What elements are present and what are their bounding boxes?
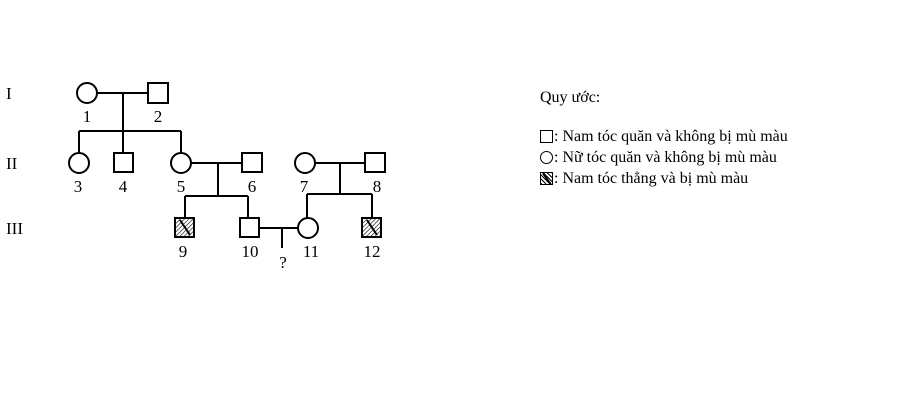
hatch-mark [366,219,378,236]
individual-10-male [239,217,260,238]
generation-label-II: II [6,154,18,173]
individual-7-female [294,152,316,174]
individual-1-female [76,82,98,104]
individual-3-female [68,152,90,174]
individual-label: 10 [242,242,259,261]
individual-label: 3 [74,177,83,196]
pedigree-lines [78,92,373,248]
individual-label: 8 [373,177,382,196]
square-icon [540,130,553,143]
legend-label: : Nam tóc quăn và không bị mù màu [554,127,788,145]
individual-6-male [241,152,263,173]
individual-label: 9 [179,242,188,261]
legend-label: : Nữ tóc quăn và không bị mù màu [554,148,777,166]
individual-label: 6 [248,177,257,196]
individual-label: 2 [154,107,163,126]
legend-item: : Nữ tóc quăn và không bị mù màu [540,147,788,168]
unknown-child-label: ? [279,253,287,272]
individual-label: 4 [119,177,128,196]
legend-title: Quy ước: [540,89,601,106]
generation-label-III: III [6,219,23,238]
individual-label: 1 [83,107,92,126]
individual-2-male [147,82,169,104]
individual-8-male [364,152,386,173]
individual-label: 5 [177,177,186,196]
individual-5-female [170,152,192,174]
individual-11-female [297,217,319,239]
legend: Quy ước: : Nam tóc quăn và không bị mù m… [540,89,788,189]
circle-icon [540,151,553,164]
hatched-square-icon [540,172,553,185]
individual-label: 7 [300,177,309,196]
hatch-mark [179,219,191,236]
individual-4-male [113,152,134,173]
generation-label-I: I [6,84,12,103]
legend-item: : Nam tóc quăn và không bị mù màu [540,126,788,147]
individual-label: 11 [303,242,319,261]
legend-item: : Nam tóc thẳng và bị mù màu [540,168,788,189]
individual-label: 12 [364,242,381,261]
legend-label: : Nam tóc thẳng và bị mù màu [554,169,749,187]
